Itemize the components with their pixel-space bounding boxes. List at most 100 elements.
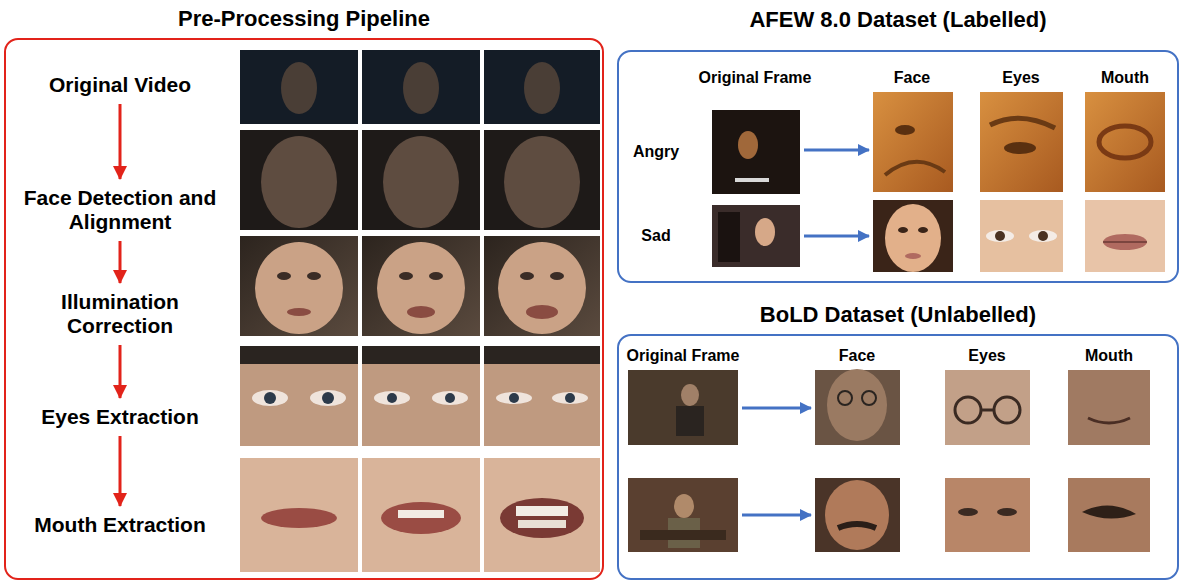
photo-shape <box>958 508 978 516</box>
photo-shape <box>496 392 532 404</box>
photo-shape <box>815 370 900 445</box>
photo-shape <box>520 272 534 280</box>
step-label: Original Video <box>6 71 234 99</box>
photo-shape <box>252 390 288 406</box>
photo-shape <box>1099 126 1151 158</box>
photo-shape <box>445 393 455 403</box>
step-text: Original Video <box>6 73 234 97</box>
photo-shape <box>240 236 600 336</box>
flow-arrow <box>119 345 122 398</box>
photo-shape <box>997 508 1017 516</box>
photo-shape <box>1103 241 1147 243</box>
photo-shape <box>738 131 758 159</box>
photo-shape <box>362 458 480 572</box>
photo-shape <box>516 506 568 516</box>
photo-shape <box>712 92 1165 194</box>
step-text: Face Detection and Alignment <box>6 186 234 234</box>
dataset-panel: BoLD Dataset (Unlabelled) <box>617 334 1179 580</box>
panel-title: BoLD Dataset (Unlabelled) <box>579 302 1183 328</box>
photo-shape <box>403 62 439 114</box>
photo-shape <box>261 508 337 528</box>
photo-shape <box>484 458 600 572</box>
photo-shape <box>980 92 1063 192</box>
photo-shape <box>277 272 291 280</box>
step-label: Eyes Extraction <box>6 403 234 431</box>
photo-shape <box>990 118 1055 128</box>
step-text: Eyes Extraction <box>6 405 234 429</box>
photo-shape <box>1068 478 1150 552</box>
panel-title: Pre-Processing Pipeline <box>0 6 642 32</box>
photo-shape <box>240 130 358 230</box>
column-heading: Eyes <box>1002 68 1039 88</box>
photo-shape <box>261 136 337 228</box>
photo-shape <box>862 391 876 405</box>
photo-shape <box>995 231 1005 241</box>
photo-shape <box>1103 234 1147 250</box>
photo-shape <box>240 458 600 572</box>
column-heading: Mouth <box>1101 68 1149 88</box>
photo-shape <box>387 393 397 403</box>
row-label: Angry <box>633 142 679 162</box>
photo-shape <box>742 514 811 517</box>
column-heading: Face <box>894 68 930 88</box>
photo-shape <box>640 530 726 540</box>
photo-shape <box>804 149 869 152</box>
photo-shape <box>281 62 317 114</box>
column-heading: Mouth <box>1085 346 1133 366</box>
photo-shape <box>628 369 1150 445</box>
photo-shape <box>377 242 465 334</box>
photo-shape <box>484 236 600 336</box>
photo-shape <box>885 162 945 175</box>
photo-shape <box>552 392 588 404</box>
photo-shape <box>362 346 480 364</box>
photo-shape <box>1029 230 1057 242</box>
photo-shape <box>287 308 311 316</box>
photo-shape <box>429 272 443 280</box>
photo-shape <box>628 478 738 552</box>
photo-shape <box>255 242 343 334</box>
photo-shape <box>504 136 580 228</box>
photo-shape <box>498 242 586 334</box>
photo-shape <box>873 200 953 272</box>
photo-shape <box>895 125 915 135</box>
photo-shape <box>1088 418 1130 423</box>
panel-title: AFEW 8.0 Dataset (Labelled) <box>579 7 1183 33</box>
column-heading: Original Frame <box>627 346 740 366</box>
pipeline-panel: Pre-Processing PipelineOriginal VideoFac… <box>4 38 604 580</box>
photo-shape <box>674 494 694 518</box>
photo-shape <box>980 200 1063 272</box>
photo-shape <box>264 392 276 404</box>
photo-shape <box>742 407 811 410</box>
photo-shape <box>307 272 321 280</box>
photo-shape <box>484 346 600 364</box>
photo-shape <box>742 150 869 515</box>
photo-shape <box>432 391 468 405</box>
photo-shape <box>676 406 704 436</box>
photo-shape <box>565 393 575 403</box>
step-text: Illumination Correction <box>6 290 234 338</box>
photo-shape <box>681 384 699 406</box>
photo-shape <box>383 136 459 228</box>
photo-shape <box>1085 200 1165 272</box>
photo-shape <box>838 391 852 405</box>
photo-shape <box>712 205 800 267</box>
photo-shape <box>398 510 444 518</box>
row-label: Sad <box>641 226 670 246</box>
photo-shape <box>955 397 981 423</box>
photo-shape <box>374 391 410 405</box>
photo-shape <box>755 218 775 246</box>
photo-shape <box>1085 92 1165 192</box>
photo-shape <box>240 236 358 336</box>
photo-shape <box>500 498 584 538</box>
photo-shape <box>322 392 334 404</box>
flow-arrow <box>119 241 122 283</box>
column-heading: Original Frame <box>699 68 812 88</box>
photo-shape <box>994 397 1020 423</box>
photo-shape <box>718 212 740 262</box>
photo-shape <box>825 480 889 550</box>
photo-shape <box>804 235 869 238</box>
photo-shape <box>362 236 480 336</box>
photo-shape <box>484 130 600 230</box>
photo-shape <box>310 390 346 406</box>
